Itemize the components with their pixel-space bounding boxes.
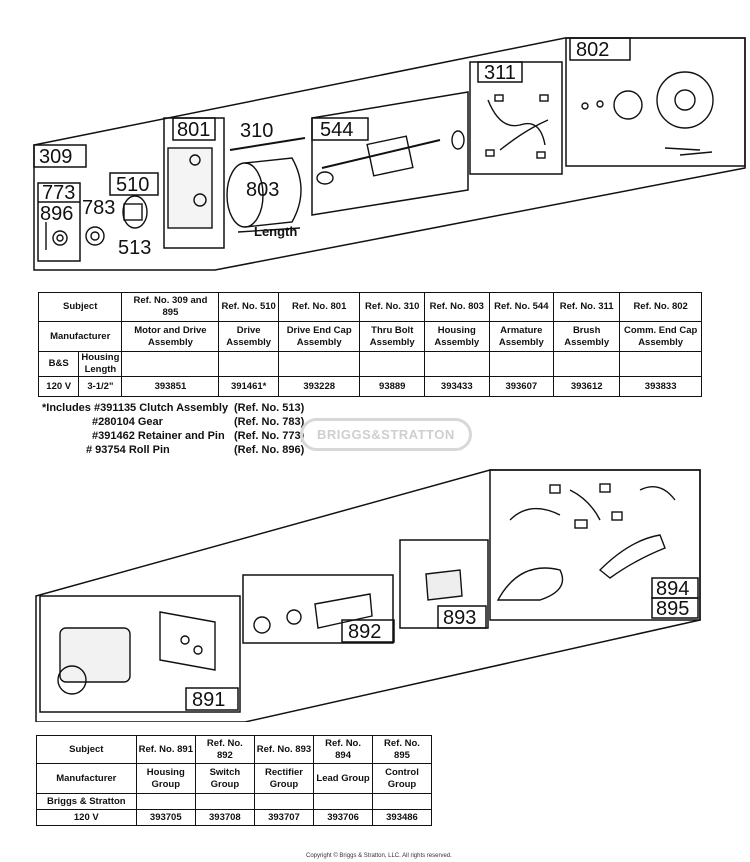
desc-cell: Drive End Cap Assembly: [277, 321, 361, 352]
callout-802: 802: [576, 39, 609, 61]
callout-310: 310: [240, 120, 273, 142]
ref-header: Ref. No. 801: [277, 292, 361, 322]
part-number: 391461*: [218, 376, 279, 397]
callout-896: 896: [40, 203, 73, 225]
panel-544: [311, 91, 469, 216]
callout-801: 801: [177, 119, 210, 141]
ref-header: Ref. No. 894: [313, 735, 373, 764]
ref-header: Ref. No. 311: [553, 292, 621, 322]
copyright-notice: Copyright © Briggs & Stratton, LLC. All …: [306, 853, 452, 859]
armature-544-part: [321, 139, 441, 169]
part-number: 393707: [253, 809, 315, 826]
lead-group-894-part: [598, 534, 666, 579]
subject-header: Subject: [36, 735, 137, 764]
callout-510: 510: [116, 174, 149, 196]
drive-513-part: [122, 195, 148, 229]
subject-header: Subject: [37, 292, 123, 322]
part-number: 393612: [553, 376, 621, 397]
brush-311-part: [487, 99, 549, 151]
panel-891: [39, 595, 241, 713]
top-parts-table: Subject Ref. No. 309 and 895 Ref. No. 51…: [37, 292, 702, 397]
callout-box-895: [651, 597, 699, 619]
footnote-ref: (Ref. No. 513): [234, 402, 305, 414]
part-number: 93889: [359, 376, 426, 397]
rectifier-group-893-part: [425, 569, 463, 601]
switch-892-part-ring: [253, 616, 271, 634]
footnote-text: #280104 Gear: [92, 416, 163, 428]
voltage-cell: 120 V: [37, 376, 80, 397]
callout-895: 895: [656, 598, 689, 620]
callout-box-801: [172, 117, 216, 141]
callout-893: 893: [443, 607, 476, 629]
callout-783: 783: [82, 197, 115, 219]
gear-783-part: [85, 226, 105, 246]
callout-box-510: [109, 172, 159, 196]
desc-cell: Armature Assembly: [488, 321, 555, 352]
footnote-ref: (Ref. No. 773): [234, 430, 305, 442]
callout-773: 773: [42, 182, 75, 204]
part-number: 393706: [313, 809, 373, 826]
part-number: 393486: [371, 809, 433, 826]
top-exploded-diagram: 309 773 896 783 510 513 801 310 803 544 …: [33, 37, 746, 271]
voltage-cell: 120 V: [36, 809, 137, 826]
desc-cell: Brush Assembly: [553, 321, 621, 352]
desc-cell: Lead Group: [313, 763, 373, 794]
ref-header: Ref. No. 309 and 895: [121, 292, 220, 322]
callout-894: 894: [656, 578, 689, 600]
desc-cell: Control Group: [371, 763, 433, 794]
panel-802: [565, 37, 746, 167]
length-label: Length: [254, 224, 297, 239]
callout-box-309: [33, 144, 87, 168]
ref-header: Ref. No. 893: [253, 735, 315, 764]
footnote-ref: (Ref. No. 896): [234, 444, 305, 456]
bottom-exploded-diagram: 891 892 893 894 895: [35, 469, 701, 722]
callout-892: 892: [348, 621, 381, 643]
ref-header: Ref. No. 892: [194, 735, 255, 764]
callout-box-892: [341, 619, 395, 643]
switch-group-892-part: [314, 593, 373, 629]
manufacturer-header: Manufacturer: [36, 763, 137, 794]
desc-cell: Housing Group: [135, 763, 196, 794]
footnote-ref: (Ref. No. 783): [234, 416, 305, 428]
callout-box-311: [477, 61, 523, 83]
housing-group-891-part: [59, 627, 131, 683]
bottom-parts-table: Subject Ref. No. 891 Ref. No. 892 Ref. N…: [36, 735, 433, 826]
callout-803: 803: [246, 179, 279, 201]
housing-length-label: Housing Length: [78, 351, 123, 377]
footnote-text: # 93754 Roll Pin: [86, 444, 170, 456]
brand-cell: Briggs & Stratton: [36, 793, 137, 810]
control-group-895-part: [496, 567, 564, 601]
desc-cell: Drive Assembly: [218, 321, 279, 352]
desc-cell: Rectifier Group: [253, 763, 315, 794]
callout-891: 891: [192, 689, 225, 711]
watermark-logo: BRIGGS&STRATTON: [300, 418, 472, 451]
ref-header: Ref. No. 891: [135, 735, 196, 764]
ref-header: Ref. No. 895: [371, 735, 433, 764]
ref-header: Ref. No. 802: [619, 292, 702, 322]
comm-end-cap-802-part: [656, 71, 714, 129]
desc-cell: Switch Group: [194, 763, 255, 794]
footnote-text: #391462 Retainer and Pin: [92, 430, 225, 442]
callout-box-893: [437, 605, 487, 629]
panel-892: [242, 574, 394, 644]
callout-box-773: [37, 182, 81, 262]
part-number: 393833: [619, 376, 702, 397]
part-number: 393708: [194, 809, 255, 826]
part-number: 393705: [135, 809, 196, 826]
callout-513: 513: [118, 237, 151, 259]
part-number: 393228: [277, 376, 361, 397]
desc-cell: Motor and Drive Assembly: [121, 321, 220, 352]
top-diagram-frame: [33, 37, 746, 271]
callout-309: 309: [39, 146, 72, 168]
footnote-text: *Includes #391135 Clutch Assembly: [42, 402, 229, 414]
callout-box-891: [185, 687, 239, 711]
callout-box-544: [311, 117, 369, 141]
panel-895: [489, 469, 701, 621]
callout-544: 544: [320, 119, 353, 141]
callout-box-802: [569, 37, 631, 61]
ref-header: Ref. No. 803: [424, 292, 490, 322]
callout-311: 311: [484, 62, 516, 84]
bs-label: B&S: [37, 351, 80, 377]
thru-bolt-310-part: [229, 137, 306, 151]
